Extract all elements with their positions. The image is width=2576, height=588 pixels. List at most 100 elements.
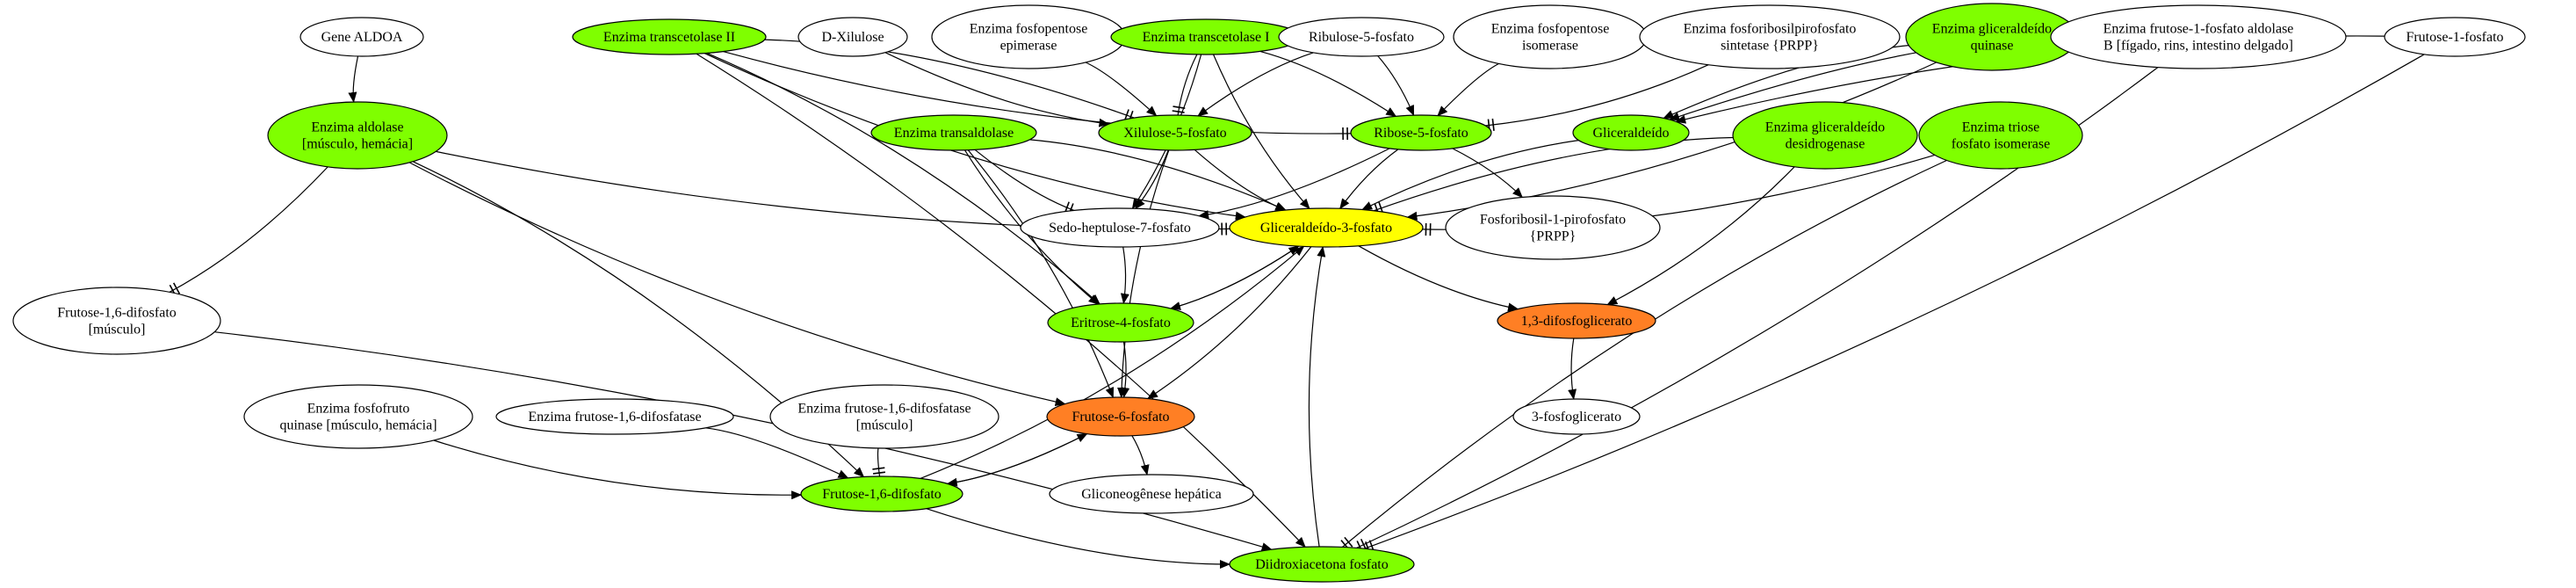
- edge-transcetolase_ii-to-ribose5p: [723, 51, 1352, 134]
- edge-xilulose5p-to-sedoheptulose7p: [1135, 149, 1169, 210]
- edge-aldolase-to-frutose6p: [408, 162, 1066, 407]
- edge-fosfopentose_isomerase-to-ribose5p: [1437, 62, 1499, 117]
- node-label-dhap-1: Diidroxiacetona fosfato: [1255, 557, 1389, 572]
- node-label-gliceraldeido_desidrogenase-1: Enzima gliceraldeído: [1765, 120, 1885, 135]
- inhibition-bar-aldolase-to-f16bp_musculo-2: [172, 282, 181, 294]
- node-label-ribose5p-1: Ribose-5-fosfato: [1374, 126, 1468, 141]
- inhibition-bar-triose_isomerase-to-dhap-2: [1344, 536, 1353, 548]
- node-f16difosfatase: Enzima frutose-1,6-difosfatase: [495, 398, 734, 435]
- edge-frutose6p-to-frutose16bp: [946, 433, 1087, 487]
- node-transaldolase: Enzima transaldolase: [870, 114, 1037, 151]
- node-frutose1p: Frutose-1-fosfato: [2384, 17, 2526, 57]
- node-label-gliceraldeido-1: Gliceraldeído: [1592, 126, 1669, 141]
- node-label-fosfopentose_epimerase-1: Enzima fosfopentose: [970, 22, 1088, 37]
- node-xilulose5p: Xilulose-5-fosfato: [1098, 114, 1252, 151]
- edge-gene_aldoa-to-aldolase: [348, 55, 359, 103]
- node-label-xilulose5p-1: Xilulose-5-fosfato: [1123, 126, 1226, 141]
- node-shape-f16difosfatase_musculo: [769, 384, 999, 449]
- node-label-fosfofruto_quinase-2: quinase [músculo, hemácia]: [279, 418, 437, 433]
- edge-prpp_sintetase-to-ribose5p: [1485, 64, 1709, 127]
- node-label-f1p_aldolase-2: B [fígado, rins, intestino delgado]: [2103, 39, 2293, 54]
- node-shape-f16difosfatase: [495, 398, 734, 435]
- node-label-sedoheptulose7p-1: Sedo-heptulose-7-fosfato: [1049, 221, 1191, 236]
- node-shape-difosfoglicerato: [1497, 302, 1656, 339]
- edge-gliceraldeido3p-to-eritrose4p: [1170, 245, 1299, 310]
- node-label-gene_aldoa-1: Gene ALDOA: [321, 30, 403, 45]
- node-label-gliceraldeido_desidrogenase-2: desidrogenase: [1786, 137, 1865, 152]
- node-label-prpp_sintetase-1: Enzima fosforibosilpirofosfato: [1684, 22, 1857, 37]
- node-label-frutose6p-1: Frutose-6-fosfato: [1072, 410, 1169, 425]
- edge-xilulose5p-to-frutose6p: [1117, 149, 1170, 398]
- node-gliceraldeido_desidrogenase: Enzima gliceraldeído desidrogenase: [1732, 101, 1918, 170]
- edge-transaldolase-to-frutose6p: [967, 149, 1115, 399]
- node-eritrose4p: Eritrose-4-fosfato: [1047, 302, 1194, 343]
- node-shape-prpp: [1445, 195, 1661, 260]
- edge-xilulose5p-to-gliceraldeido3p: [1194, 149, 1287, 211]
- node-label-gliceraldeido3p-1: Gliceraldeído-3-fosfato: [1260, 221, 1392, 236]
- node-dhap: Diidroxiacetona fosfato: [1229, 546, 1415, 583]
- node-shape-ribulose5p: [1278, 17, 1445, 57]
- node-ribose5p: Ribose-5-fosfato: [1350, 114, 1492, 151]
- node-difosfoglicerato: 1,3-difosfoglicerato: [1497, 302, 1656, 339]
- node-label-prpp_sintetase-2: sintetase {PRPP}: [1721, 39, 1819, 54]
- node-shape-f16bp_musculo: [12, 287, 221, 355]
- node-label-f16bp_musculo-2: [músculo]: [89, 323, 146, 338]
- node-label-triose_isomerase-1: Enzima triose: [1962, 120, 2039, 135]
- edge-transcetolase_ii-to-dhap: [696, 53, 1306, 548]
- edge-ribose5p-to-sedoheptulose7p: [1198, 148, 1390, 220]
- node-label-ribulose5p-1: Ribulose-5-fosfato: [1309, 30, 1414, 45]
- node-shape-eritrose4p: [1047, 302, 1194, 343]
- edge-sedoheptulose7p-to-eritrose4p: [1120, 246, 1129, 304]
- node-label-f16bp_musculo-1: Frutose-1,6-difosfato: [57, 306, 177, 321]
- edge-frutose16bp-to-gliceraldeido3p: [920, 245, 1305, 479]
- edge-transaldolase-to-gliceraldeido3p: [1029, 139, 1287, 211]
- edge-gliceraldeido_desidrogenase-to-difosfoglicerato: [1606, 166, 1795, 306]
- edge-dhap-to-gliceraldeido3p: [1308, 246, 1326, 548]
- node-shape-fosfoglicerato3: [1512, 398, 1641, 435]
- node-d_xilulose: D-Xilulose: [797, 17, 908, 57]
- node-label-fosfopentose_isomerase-1: Enzima fosfopentose: [1491, 22, 1610, 37]
- edge-ribose5p-to-prpp: [1452, 148, 1524, 199]
- node-shape-dhap: [1229, 546, 1415, 583]
- edge-fosfofruto_quinase-to-frutose16bp: [433, 439, 803, 500]
- node-frutose6p: Frutose-6-fosfato: [1046, 396, 1195, 437]
- edge-transcetolase_i-to-ribose5p: [1259, 50, 1397, 117]
- node-label-f1p_aldolase-1: Enzima frutose-1-fosfato aldolase: [2103, 22, 2294, 37]
- node-gliceraldeido: Gliceraldeído: [1572, 114, 1690, 151]
- node-label-fosfoglicerato3-1: 3-fosfoglicerato: [1532, 410, 1621, 425]
- node-label-aldolase-2: [músculo, hemácia]: [302, 137, 413, 152]
- node-shape-fosfopentose_isomerase: [1453, 4, 1648, 69]
- node-label-d_xilulose-1: D-Xilulose: [821, 30, 884, 45]
- node-shape-transaldolase: [870, 114, 1037, 151]
- node-label-gliceraldeido_quinase-1: Enzima gliceraldeído: [1932, 22, 2052, 37]
- edge-f16difosfatase_musculo-to-frutose16bp: [877, 447, 881, 477]
- node-gene_aldoa: Gene ALDOA: [299, 17, 424, 57]
- node-shape-gene_aldoa: [299, 17, 424, 57]
- node-gliceraldeido3p: Gliceraldeído-3-fosfato: [1229, 207, 1424, 248]
- node-ribulose5p: Ribulose-5-fosfato: [1278, 17, 1445, 57]
- node-label-difosfoglicerato-1: 1,3-difosfoglicerato: [1521, 314, 1633, 329]
- edge-d_xilulose-to-xilulose5p: [884, 52, 1110, 127]
- node-label-transcetolase_ii-1: Enzima transcetolase II: [603, 30, 735, 45]
- node-shape-gliconeogenese: [1049, 474, 1254, 514]
- node-label-gliconeogenese-1: Gliconeogênese hepática: [1081, 487, 1221, 502]
- edge-difosfoglicerato-to-fosfoglicerato3: [1568, 338, 1577, 400]
- inhibition-bar-prpp_sintetase-to-ribose5p-2: [1491, 118, 1495, 131]
- node-shape-f1p_aldolase: [2050, 4, 2347, 69]
- edge-frutose6p-to-gliconeogenese: [1131, 435, 1150, 475]
- edge-transcetolase_i-to-xilulose5p: [1177, 54, 1198, 116]
- node-transcetolase_ii: Enzima transcetolase II: [572, 18, 767, 55]
- inhibition-bar-f16difosfatase_musculo-to-frutose16bp-2: [872, 467, 885, 470]
- node-shape-fosfofruto_quinase: [243, 384, 473, 449]
- node-label-f16difosfatase_musculo-2: [músculo]: [856, 418, 913, 433]
- inhibition-bar-f16difosfatase_musculo-to-frutose16bp-1: [873, 471, 885, 475]
- edge-transcetolase_ii-to-eritrose4p: [706, 52, 1100, 305]
- node-aldolase: Enzima aldolase[músculo, hemácia]: [267, 101, 448, 170]
- node-shape-transcetolase_ii: [572, 18, 767, 55]
- node-label-prpp-1: Fosforibosil-1-pirofosfato: [1480, 213, 1626, 228]
- edge-frutose16bp-to-dhap: [926, 508, 1230, 570]
